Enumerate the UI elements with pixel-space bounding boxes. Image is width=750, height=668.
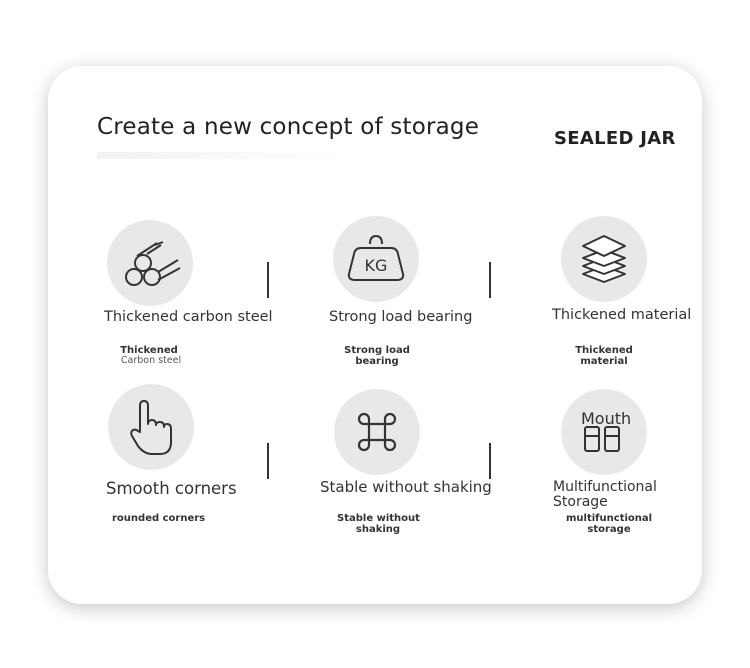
feature-icon-circle-material [561, 216, 647, 302]
feature-sub-corners: rounded corners [112, 513, 206, 524]
feature-sub-line1: Strong load [344, 345, 410, 356]
feature-sub-line1: Thickened [120, 345, 178, 356]
feature-sub-line2: shaking [355, 524, 401, 535]
layers-icon [582, 235, 626, 283]
column-divider [489, 443, 491, 479]
feature-sub-line1: Stable without [337, 513, 420, 524]
feature-sub-steel: Thickened Carbon steel [104, 345, 194, 366]
svg-text:KG: KG [365, 256, 388, 275]
feature-icon-circle-load: KG [333, 216, 419, 302]
feature-sub-line2: material [580, 356, 628, 367]
feature-sub-line1: Thickened [575, 345, 633, 356]
jars-icon [584, 426, 620, 452]
feature-sub-line2: Carbon steel [120, 355, 182, 366]
feature-sub-stable: Stable without shaking [337, 513, 420, 535]
feature-sub-line1: multifunctional [566, 513, 653, 524]
feature-label-line2: Storage [553, 493, 608, 510]
column-divider [267, 443, 269, 479]
column-divider [267, 262, 269, 298]
page-title: Create a new concept of storage [97, 114, 480, 140]
feature-overlay-mouth: Mouth [581, 409, 632, 428]
feature-label-line1: Multifunctional [553, 479, 657, 495]
pointing-hand-icon [130, 400, 172, 455]
feature-sub-line2: storage [587, 524, 631, 535]
command-key-icon [357, 412, 397, 452]
feature-sub-line2: bearing [355, 356, 399, 367]
feature-icon-circle-corners [108, 384, 194, 470]
feature-label-corners: Smooth corners [106, 479, 237, 498]
feature-label-stable: Stable without shaking [320, 478, 492, 496]
feature-label-material: Thickened material [552, 307, 692, 323]
feature-sub-storage: multifunctional storage [566, 513, 652, 535]
feature-icon-circle-steel [107, 220, 193, 306]
feature-sub-line1: rounded corners [112, 513, 206, 524]
feature-label-load: Strong load bearing [329, 309, 473, 325]
feature-icon-circle-storage [561, 389, 647, 475]
kg-weight-icon: KG [347, 234, 405, 281]
product-badge: SEALED JAR [554, 128, 676, 149]
feature-sub-load: Strong load bearing [336, 345, 418, 367]
feature-sub-material: Thickened material [564, 345, 644, 367]
column-divider [489, 262, 491, 298]
feature-label-storage: Multifunctional Storage [553, 480, 657, 509]
steel-pipes-icon [125, 241, 181, 286]
title-underline [97, 152, 347, 159]
feature-icon-circle-stable [334, 389, 420, 475]
feature-label-steel: Thickened carbon steel [104, 309, 273, 325]
